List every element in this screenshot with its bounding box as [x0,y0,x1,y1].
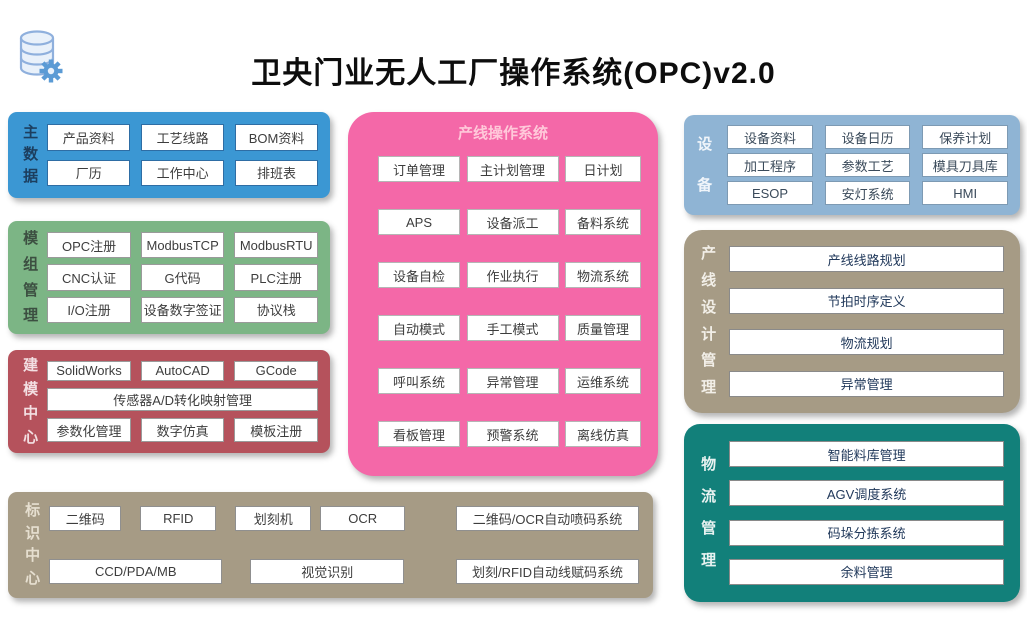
marking-box: RFID [140,506,217,531]
logistics-box: 余料管理 [729,558,1004,585]
master-data-box: 产品资料 [47,124,131,151]
modeling-box: 传感器A/D转化映射管理 [47,387,318,412]
panel-logistics-boxes: 智能料库管理 AGV调度系统 码垛分拣系统 余料管理 [729,441,1004,585]
logistics-box: 码垛分拣系统 [729,519,1004,546]
panel-modeling-center-label: 建模中心 [23,356,39,446]
marking-box: 二维码/OCR自动喷码系统 [456,506,639,531]
panel-line-design-boxes: 产线线路规划 节拍时序定义 物流规划 异常管理 [729,246,1004,397]
line-os-box: 手工模式 [466,315,559,341]
line-os-box: 订单管理 [378,156,460,182]
line-os-box: 设备自检 [378,262,460,288]
line-os-box: 离线仿真 [565,421,641,447]
master-data-box: BOM资料 [235,124,318,151]
panel-equipment-label: 设备 [697,135,713,194]
line-os-box: APS [378,209,460,235]
panel-master-data: 主数据 产品资料 工艺线路 BOM资料 厂历 工作中心 排班表 [8,112,330,198]
modeling-box: 数字仿真 [140,418,225,442]
line-design-box: 异常管理 [729,370,1004,397]
panel-module-management: 模组管理 OPC注册 ModbusTCP ModbusRTU CNC认证 G代码… [8,221,330,334]
line-os-box: 主计划管理 [466,156,559,182]
line-design-box: 产线线路规划 [729,246,1004,272]
panel-marking-center-label: 标识中心 [25,502,41,587]
panel-module-management-boxes: OPC注册 ModbusTCP ModbusRTU CNC认证 G代码 PLC注… [47,232,318,323]
marking-box: OCR [320,506,406,531]
equipment-box: 加工程序 [727,153,813,177]
panel-line-design-management: 产线设计管理 产线线路规划 节拍时序定义 物流规划 异常管理 [684,230,1020,413]
line-os-box: 设备派工 [466,209,559,235]
database-gear-icon [14,28,66,86]
panel-equipment-boxes: 设备资料 设备日历 保养计划 加工程序 参数工艺 模具刀具库 ESOP 安灯系统… [727,125,1008,205]
panel-equipment: 设备 设备资料 设备日历 保养计划 加工程序 参数工艺 模具刀具库 ESOP 安… [684,115,1020,215]
line-os-box: 运维系统 [565,368,641,394]
line-os-box: 异常管理 [466,368,559,394]
panel-master-data-label: 主数据 [23,124,39,185]
equipment-box: 设备资料 [727,125,813,149]
line-os-box: 自动模式 [378,315,460,341]
module-box: 设备数字签证 [140,296,225,323]
page-title: 卫央门业无人工厂操作系统(OPC)v2.0 [251,57,776,90]
marking-box: 二维码 [49,506,122,531]
module-box: ModbusRTU [234,232,318,259]
modeling-box: AutoCAD [140,361,225,381]
equipment-box: 安灯系统 [824,181,911,205]
panel-logistics-management: 物流管理 智能料库管理 AGV调度系统 码垛分拣系统 余料管理 [684,424,1020,602]
master-data-box: 排班表 [235,159,318,186]
marking-box: 视觉识别 [250,559,405,584]
marking-box: 划刻/RFID自动线赋码系统 [456,559,639,584]
line-os-box: 呼叫系统 [378,368,460,394]
module-box: I/O注册 [47,296,131,323]
panel-marking-center: 标识中心 二维码 RFID 划刻机 OCR 二维码/OCR自动喷码系统 CCD/… [8,492,653,598]
marking-box: CCD/PDA/MB [49,559,223,584]
master-data-box: 工作中心 [141,159,225,186]
marking-row: CCD/PDA/MB 视觉识别 划刻/RFID自动线赋码系统 [49,559,639,584]
module-box: G代码 [140,264,225,291]
line-os-box: 质量管理 [565,315,641,341]
panel-master-data-boxes: 产品资料 工艺线路 BOM资料 厂历 工作中心 排班表 [47,124,318,186]
modeling-box: 参数化管理 [47,418,131,442]
line-os-box: 日计划 [565,156,641,182]
equipment-box: 设备日历 [824,125,911,149]
equipment-box: 保养计划 [922,125,1008,149]
equipment-box: HMI [922,181,1008,205]
panel-line-operating-system: 产线操作系统 订单管理 主计划管理 日计划 APS 设备派工 备料系统 设备自检… [348,112,658,476]
equipment-box: 模具刀具库 [922,153,1008,177]
modeling-box: SolidWorks [47,361,131,381]
marking-box: 划刻机 [235,506,312,531]
panel-modeling-center-boxes: SolidWorks AutoCAD GCode 传感器A/D转化映射管理 参数… [47,361,318,442]
master-data-box: 工艺线路 [141,124,225,151]
panel-logistics-label: 物流管理 [701,455,717,570]
module-box: 协议栈 [234,296,318,323]
master-data-box: 厂历 [47,159,131,186]
logistics-box: AGV调度系统 [729,480,1004,507]
line-design-box: 物流规划 [729,329,1004,356]
panel-marking-center-boxes: 二维码 RFID 划刻机 OCR 二维码/OCR自动喷码系统 CCD/PDA/M… [49,506,639,584]
equipment-box: ESOP [727,181,813,205]
line-os-box: 作业执行 [466,262,559,288]
line-design-box: 节拍时序定义 [729,287,1004,314]
equipment-box: 参数工艺 [824,153,911,177]
logistics-box: 智能料库管理 [729,441,1004,467]
line-os-box: 预警系统 [466,421,559,447]
modeling-box: GCode [234,361,318,381]
line-os-box: 备料系统 [565,209,641,235]
panel-line-os-header: 产线操作系统 [457,125,548,142]
panel-module-management-label: 模组管理 [23,229,39,325]
gear-icon [39,59,63,83]
panel-line-os-boxes: 订单管理 主计划管理 日计划 APS 设备派工 备料系统 设备自检 作业执行 物… [348,143,658,476]
database-icon [19,30,63,83]
line-os-box: 物流系统 [565,262,641,288]
panel-modeling-center: 建模中心 SolidWorks AutoCAD GCode 传感器A/D转化映射… [8,350,330,453]
module-box: PLC注册 [234,264,318,291]
line-os-box: 看板管理 [378,421,460,447]
module-box: CNC认证 [47,264,131,291]
module-box: OPC注册 [47,232,131,259]
panel-line-design-label: 产线设计管理 [701,245,717,396]
module-box: ModbusTCP [140,232,225,259]
modeling-box: 模板注册 [234,418,318,442]
marking-row: 二维码 RFID 划刻机 OCR 二维码/OCR自动喷码系统 [49,506,639,531]
